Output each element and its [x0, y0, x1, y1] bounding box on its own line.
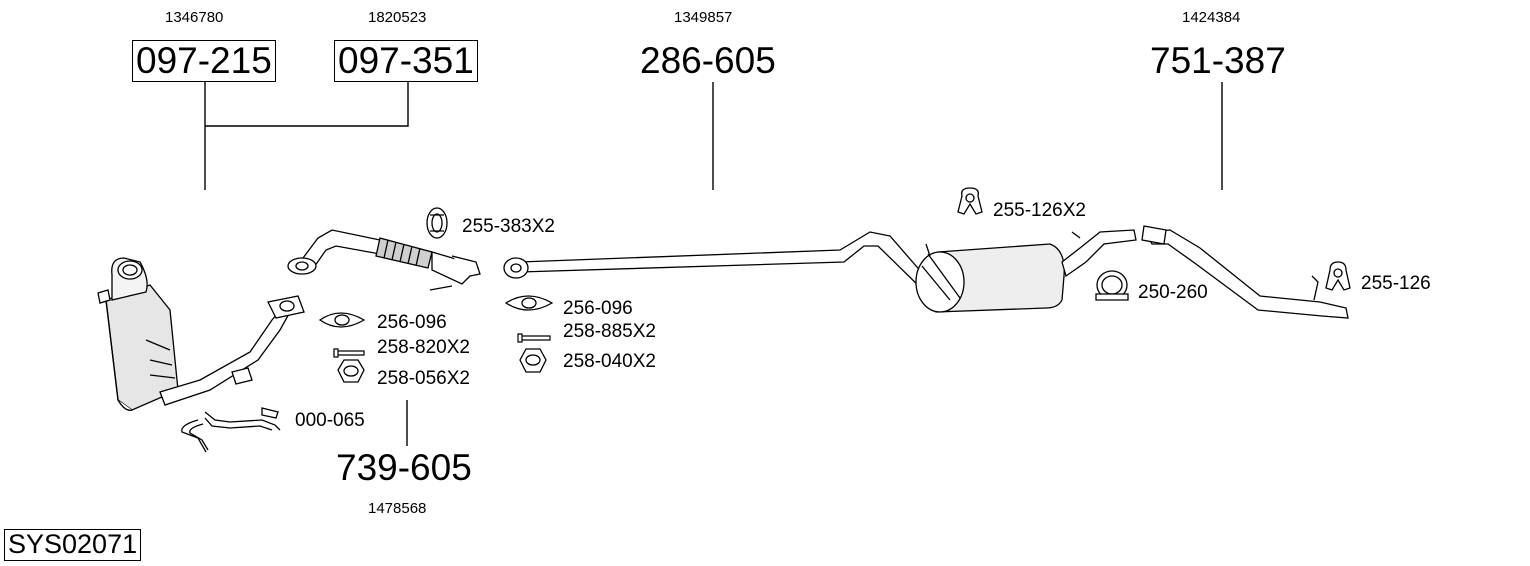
oe-number-097-351: 1820523 [368, 9, 427, 26]
rear-silencer-drawing [915, 225, 1349, 319]
bolt-258-885-drawing [517, 333, 551, 343]
part-number-097-351[interactable]: 097-351 [334, 40, 478, 82]
clamp-250-260-drawing [1095, 270, 1129, 301]
hanger-255-126-drawing [1325, 261, 1351, 291]
accessory-255-126x2[interactable]: 255-126X2 [993, 200, 1086, 221]
accessory-256-096-b[interactable]: 256-096 [563, 298, 633, 319]
oe-number-097-215: 1346780 [165, 9, 224, 26]
accessory-250-260[interactable]: 250-260 [1138, 282, 1208, 303]
hanger-255-383-drawing [426, 207, 448, 239]
bolt-258-820-drawing [333, 348, 365, 358]
oe-number-286-605: 1349857 [674, 9, 733, 26]
accessory-258-820x2[interactable]: 258-820X2 [377, 337, 470, 358]
accessory-258-056x2[interactable]: 258-056X2 [377, 368, 470, 389]
front-pipe-drawing [159, 295, 305, 406]
nut-258-040-drawing [519, 348, 547, 373]
nut-258-056-drawing [337, 359, 365, 383]
accessory-258-040x2[interactable]: 258-040X2 [563, 351, 656, 372]
middle-pipe-drawing [503, 231, 951, 301]
part-number-286-605[interactable]: 286-605 [640, 40, 776, 81]
part-number-751-387[interactable]: 751-387 [1150, 40, 1286, 81]
part-number-097-215[interactable]: 097-215 [132, 40, 276, 82]
catalytic-converter-drawing [97, 257, 179, 411]
system-code: SYS02071 [4, 529, 142, 561]
leader-097-351 [205, 82, 409, 127]
accessory-256-096-a[interactable]: 256-096 [377, 312, 447, 333]
accessory-000-065[interactable]: 000-065 [295, 410, 365, 431]
oe-number-739-605: 1478568 [368, 500, 427, 517]
accessory-255-126[interactable]: 255-126 [1361, 273, 1431, 294]
gasket-256-096-b-drawing [504, 295, 554, 311]
gasket-256-096-a-drawing [318, 312, 366, 328]
part-number-739-605[interactable]: 739-605 [336, 447, 472, 488]
accessory-255-383x2[interactable]: 255-383X2 [462, 216, 555, 237]
oe-number-751-387: 1424384 [1182, 9, 1241, 26]
flex-pipe-drawing [287, 229, 481, 291]
accessory-258-885x2[interactable]: 258-885X2 [563, 321, 656, 342]
hanger-255-126x2-drawing [957, 187, 983, 215]
sensor-pipe-drawing [181, 407, 281, 453]
